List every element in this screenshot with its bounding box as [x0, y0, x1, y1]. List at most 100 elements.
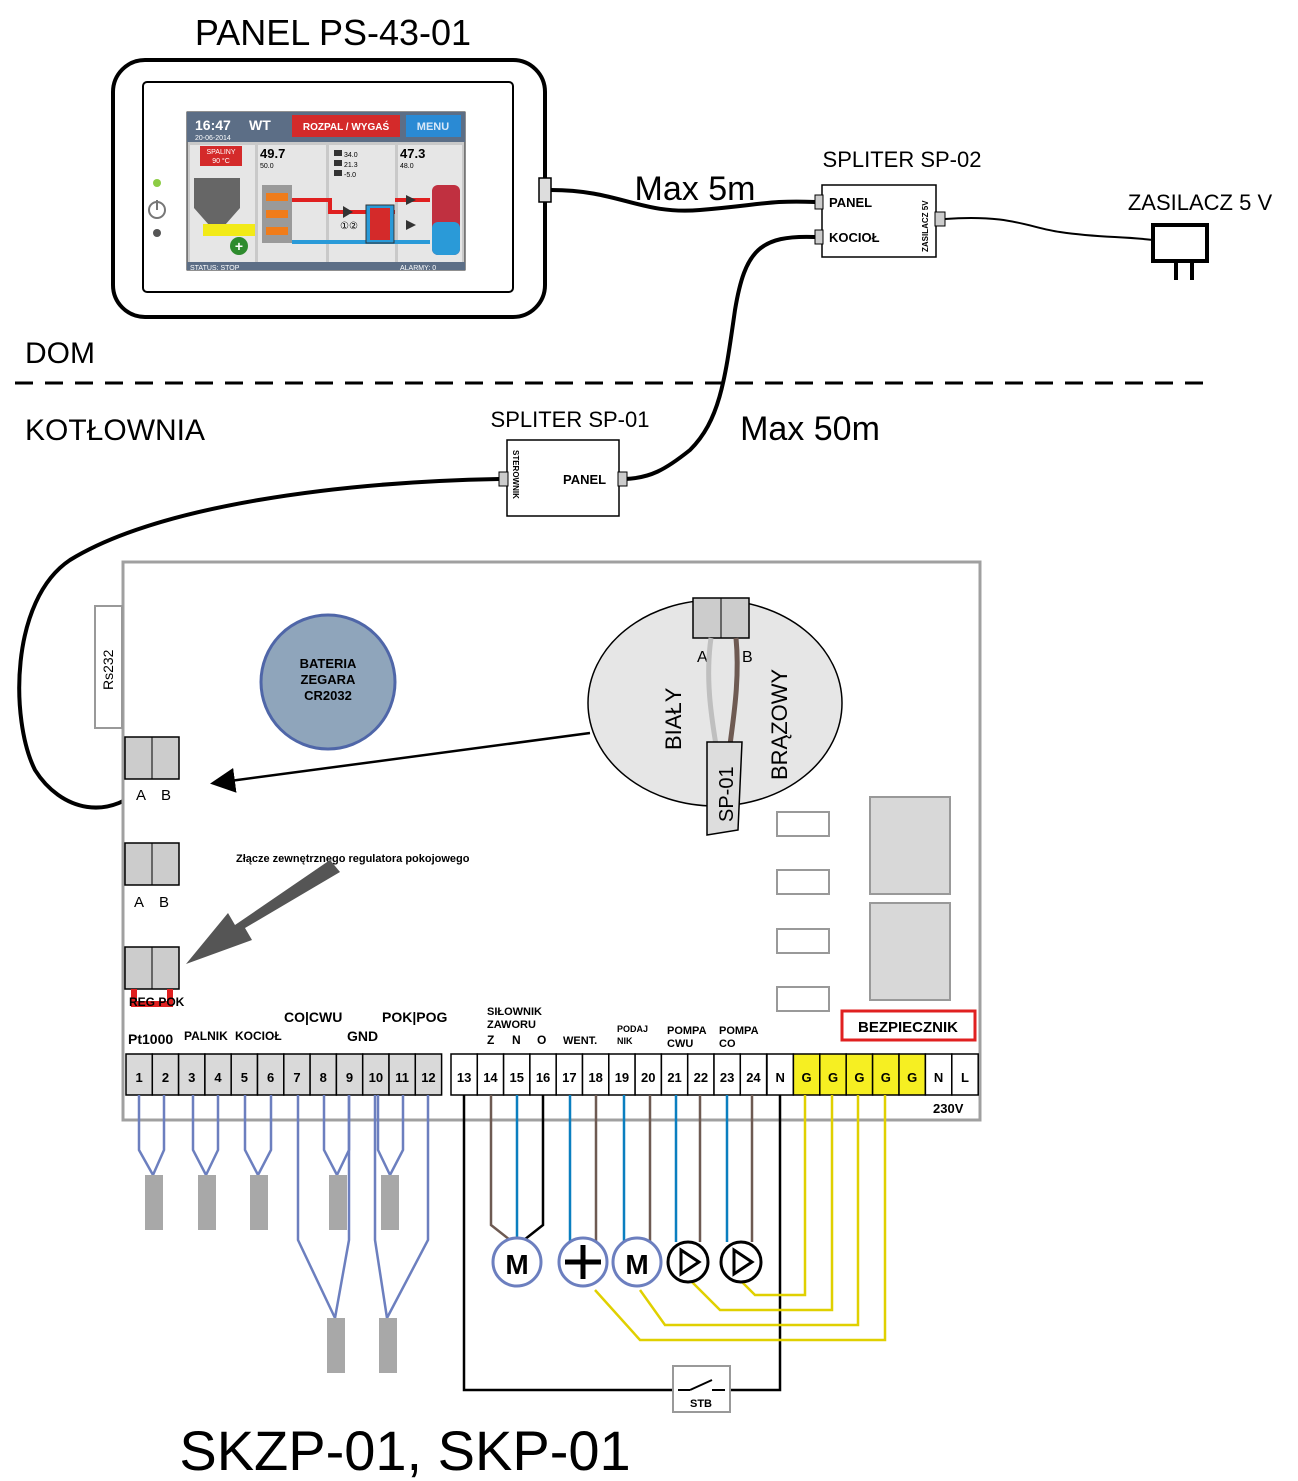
pump-icon — [719, 1240, 763, 1284]
power-terminal-3-label: G — [854, 1070, 864, 1085]
aux-connector-ab[interactable] — [124, 842, 180, 886]
battery-line-2: ZEGARA — [301, 672, 357, 687]
zasilacz-label: ZASILACZ 5 V — [1128, 190, 1273, 215]
terminal-20-label: 20 — [641, 1070, 655, 1085]
terminal-4-label: 4 — [214, 1070, 222, 1085]
screen-status: STATUS: STOP — [190, 265, 240, 272]
terminal-7-label: 7 — [293, 1070, 300, 1085]
cable-panel-splitter — [550, 188, 816, 213]
label-podaj: PODAJ — [617, 1024, 648, 1034]
terminal-1[interactable]: 1 — [125, 1053, 154, 1096]
boiler-set: 50.0 — [260, 163, 274, 170]
temperature-sensors — [145, 1175, 399, 1373]
terminal-10[interactable]: 10 — [361, 1053, 390, 1096]
pump-numbers: ①② — [340, 221, 358, 232]
terminal-11[interactable]: 11 — [388, 1053, 417, 1096]
terminal-14[interactable]: 14 — [476, 1053, 505, 1096]
bezpiecznik-label: BEZPIECZNIK — [858, 1019, 958, 1036]
zoom-a-label: A — [697, 649, 708, 666]
panel-title: PANEL PS-43-01 — [195, 12, 471, 53]
v230-label: 230V — [933, 1101, 964, 1116]
power-terminal-4-label: G — [881, 1070, 891, 1085]
spaliny-label: SPALINY — [206, 149, 235, 156]
conn2-b: B — [159, 894, 169, 911]
terminal-4[interactable]: 4 — [204, 1053, 232, 1096]
power-terminal-5[interactable]: G — [898, 1053, 927, 1096]
rozpal-button-label: ROZPAL / WYGAŚ — [303, 120, 390, 133]
power-terminal-5-label: G — [907, 1070, 917, 1085]
boiler-temp: 49.7 — [260, 146, 285, 161]
panel-connector-ab[interactable] — [124, 736, 180, 780]
label-pompa-co-1: POMPA — [719, 1025, 759, 1037]
connector-zoom-detail: A B BIAŁY BRĄZOWY SP-01 — [587, 597, 843, 836]
power-terminal-0[interactable]: N — [766, 1053, 795, 1096]
svg-text:+: + — [235, 238, 243, 254]
rs232-label: Rs232 — [100, 649, 116, 690]
group-pok-pog: POK|POG — [382, 1009, 447, 1025]
spliter-sp02: PANEL KOCIOŁ ZASILACZ 5V — [814, 184, 946, 258]
terminal-21-label: 21 — [667, 1070, 681, 1085]
power-terminal-6[interactable]: N — [924, 1053, 953, 1096]
spliter-sp02-title: SPLITER SP-02 — [823, 147, 982, 172]
terminal-18-label: 18 — [588, 1070, 602, 1085]
group-palnik: PALNIK — [184, 1029, 228, 1043]
brazowy-label: BRĄZOWY — [767, 668, 792, 780]
terminal-8[interactable]: 8 — [309, 1053, 338, 1096]
terminal-13-label: 13 — [457, 1070, 471, 1085]
label-z: Z — [487, 1033, 494, 1047]
terminal-19[interactable]: 19 — [608, 1053, 636, 1096]
terminal-22[interactable]: 22 — [686, 1053, 715, 1096]
power-icon[interactable] — [148, 200, 166, 219]
terminal-9[interactable]: 9 — [335, 1053, 364, 1096]
terminal-15[interactable]: 15 — [502, 1053, 531, 1096]
sensor-wiring — [137, 1095, 430, 1319]
power-terminal-2[interactable]: G — [819, 1053, 847, 1096]
zoom-b-label: B — [742, 649, 753, 666]
terminal-12[interactable]: 12 — [414, 1053, 443, 1096]
terminal-18[interactable]: 18 — [581, 1053, 610, 1096]
terminal-13[interactable]: 13 — [450, 1053, 479, 1096]
cwu-temp: 47.3 — [400, 146, 425, 161]
power-terminal-7[interactable]: L — [951, 1053, 979, 1096]
sp01-panel-port-label: PANEL — [563, 472, 606, 487]
terminal-23-label: 23 — [720, 1070, 734, 1085]
label-n: N — [512, 1033, 521, 1047]
terminal-7[interactable]: 7 — [283, 1053, 311, 1096]
cwu-set: 48.0 — [400, 163, 414, 170]
power-terminal-3[interactable]: G — [845, 1053, 874, 1096]
power-terminal-0-label: N — [776, 1070, 785, 1085]
hopper-icon — [194, 178, 240, 225]
screen-day: WT — [249, 117, 271, 133]
label-pompa-cwu-2: CWU — [667, 1038, 693, 1050]
feeder-motor: M — [611, 1236, 663, 1288]
feeder-motor-label: M — [625, 1249, 648, 1280]
terminal-3-label: 3 — [188, 1070, 195, 1085]
group-co-cwu: CO|CWU — [284, 1009, 342, 1025]
cable-sp02-sp01 — [624, 234, 816, 481]
terminal-16[interactable]: 16 — [529, 1053, 557, 1096]
zoom-arrow — [210, 731, 591, 793]
terminal-21[interactable]: 21 — [660, 1053, 689, 1096]
menu-button[interactable] — [406, 115, 461, 137]
spaliny-value: 90 °C — [212, 157, 230, 165]
terminal-17[interactable]: 17 — [555, 1053, 584, 1096]
plus-icon[interactable] — [230, 237, 248, 255]
power-terminal-1-label: G — [802, 1070, 812, 1085]
valve-motor: M — [491, 1236, 543, 1288]
terminal-3[interactable]: 3 — [177, 1053, 206, 1096]
terminal-6[interactable]: 6 — [256, 1053, 285, 1096]
power-terminal-4[interactable]: G — [871, 1053, 900, 1096]
fan-icon — [557, 1236, 609, 1288]
terminal-20[interactable]: 20 — [634, 1053, 663, 1096]
power-terminal-1[interactable]: G — [792, 1053, 821, 1096]
room-regulator-connector[interactable] — [124, 946, 180, 1007]
terminal-5[interactable]: 5 — [230, 1053, 259, 1096]
terminal-24[interactable]: 24 — [739, 1053, 768, 1096]
rozpal-button[interactable] — [292, 115, 400, 137]
sp02-panel-port-label: PANEL — [829, 195, 872, 210]
group-kociol: KOCIOŁ — [235, 1029, 282, 1043]
battery-line-3: CR2032 — [304, 688, 352, 703]
terminal-23[interactable]: 23 — [713, 1053, 742, 1096]
terminal-2[interactable]: 2 — [151, 1053, 180, 1096]
